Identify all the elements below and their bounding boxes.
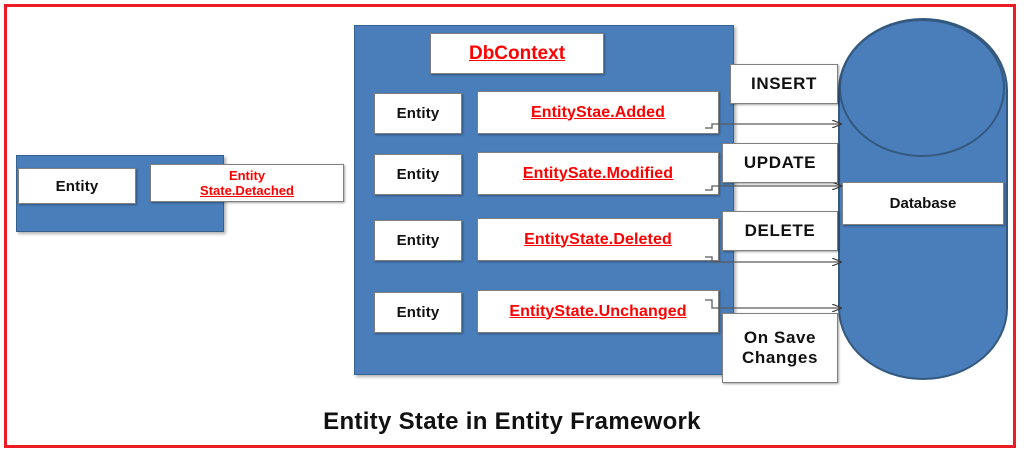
- on-save-changes-line2: Changes: [742, 348, 818, 367]
- diagram-caption: Entity State in Entity Framework: [323, 408, 701, 435]
- database-label: Database: [889, 195, 957, 212]
- state-box-modified: EntitySate.Modified: [477, 152, 719, 195]
- state-label-deleted: EntityState.Deleted: [524, 230, 672, 248]
- detached-entity-label: Entity: [55, 177, 99, 195]
- state-box-deleted: EntityState.Deleted: [477, 218, 719, 261]
- dbcontext-title-box: DbContext: [430, 33, 604, 74]
- state-label-modified: EntitySate.Modified: [522, 164, 674, 182]
- operation-box-on-save-changes: On Save Changes: [722, 313, 838, 383]
- operation-box-update: UPDATE: [722, 143, 838, 183]
- detached-suffix: State.Detached: [200, 183, 294, 198]
- on-save-changes-line1: On Save: [743, 328, 817, 347]
- entity-state-detached-label: Entity State.Detached: [151, 168, 343, 198]
- detached-entity-box: Entity: [18, 168, 136, 204]
- dbcontext-title-label: DbContext: [468, 42, 566, 64]
- operation-box-delete: DELETE: [722, 211, 838, 251]
- entity-box-deleted: Entity: [374, 220, 462, 261]
- operation-box-insert: INSERT: [730, 64, 838, 104]
- arrow-update: [705, 186, 841, 191]
- entity-label-added: Entity: [396, 105, 440, 122]
- entity-label-deleted: Entity: [396, 232, 440, 249]
- state-label-unchanged: EntityState.Unchanged: [509, 302, 687, 320]
- arrow-delete: [705, 256, 841, 262]
- entity-box-modified: Entity: [374, 154, 462, 195]
- state-label-added: EntityStae.Added: [530, 103, 666, 121]
- entity-state-detached-box: Entity State.Detached: [150, 164, 344, 202]
- state-box-added: EntityStae.Added: [477, 91, 719, 134]
- arrow-unchanged: [705, 299, 841, 308]
- detached-prefix: Entity: [228, 168, 266, 183]
- cylinder-top-ellipse: [839, 19, 1005, 157]
- operation-label-delete: DELETE: [744, 221, 816, 240]
- entity-box-added: Entity: [374, 93, 462, 134]
- entity-label-unchanged: Entity: [396, 304, 440, 321]
- arrow-insert: [705, 124, 841, 129]
- state-box-unchanged: EntityState.Unchanged: [477, 290, 719, 333]
- operation-label-insert: INSERT: [751, 74, 817, 93]
- operation-label-update: UPDATE: [743, 153, 817, 172]
- database-label-box: Database: [842, 182, 1004, 225]
- entity-box-unchanged: Entity: [374, 292, 462, 333]
- entity-label-modified: Entity: [396, 166, 440, 183]
